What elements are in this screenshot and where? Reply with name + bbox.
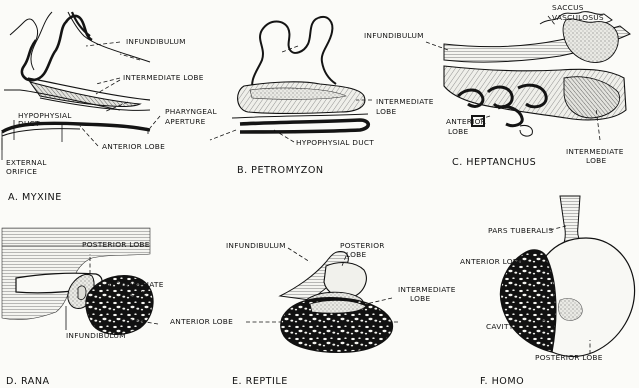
label-intermediate-e2: LOBE: [410, 294, 430, 303]
panel-a-myxine: [2, 12, 150, 160]
label-intermediate-d2: LOBE: [126, 289, 146, 298]
caption-b: B. PETROMYZON: [237, 165, 324, 176]
label-hypophysial-duct-b: HYPOPHYSIAL DUCT: [296, 138, 374, 147]
label-pharyngeal-a2: APERTURE: [165, 117, 206, 126]
label-saccus-c1: SACCUS: [552, 3, 584, 12]
caption-f: F. HOMO: [480, 376, 524, 387]
label-infundibulum-a: INFUNDIBULUM: [126, 37, 186, 46]
label-intermediate-d1: INTERMEDIATE: [106, 280, 164, 289]
label-intermediate-b1: INTERMEDIATE: [376, 97, 434, 106]
label-intermediate-c2: LOBE: [586, 156, 606, 165]
caption-d: D. RANA: [6, 376, 50, 387]
label-posterior-e1: POSTERIOR: [340, 241, 385, 250]
label-external-a1: EXTERNAL: [6, 158, 47, 167]
label-posterior-e2: LOBE: [346, 250, 366, 259]
label-anterior-lobe-a: ANTERIOR LOBE: [102, 142, 165, 151]
caption-c: C. HEPTANCHUS: [452, 157, 536, 168]
label-hypophysial-a2: DUCT: [18, 119, 40, 128]
label-intermediate-e1: INTERMEDIATE: [398, 285, 456, 294]
label-pars-tuberalis-f: PARS TUBERALIS: [488, 226, 553, 235]
panel-b-petromyzon: [210, 17, 372, 140]
label-posterior-lobe-f: POSTERIOR LOBE: [535, 353, 603, 362]
panel-e-reptile: [280, 248, 398, 352]
label-infundibulum-c: INFUNDIBULUM: [364, 31, 424, 40]
label-anterior-c2: LOBE: [448, 127, 468, 136]
label-intermediate-c1: INTERMEDIATE: [566, 147, 624, 156]
panel-f-homo: [500, 196, 634, 357]
label-anterior-lobe-e: ANTERIOR LOBE: [170, 317, 233, 326]
label-infundibulum-e: INFUNDIBULUM: [226, 241, 286, 250]
label-anterior-c1: ANTERIOR: [446, 117, 486, 126]
label-cavity-f: CAVITY: [486, 322, 514, 331]
label-anterior-lobe-f: ANTERIOR LOBE: [460, 257, 523, 266]
label-intermediate-b2: LOBE: [376, 107, 396, 116]
caption-a: A. MYXINE: [8, 192, 62, 203]
label-posterior-lobe-d: POSTERIOR LOBE: [82, 240, 150, 249]
panel-a-labels: INFUNDIBULUM INTERMEDIATE LOBE PHARYNGEA…: [6, 37, 217, 203]
caption-e: E. REPTILE: [232, 376, 288, 387]
label-intermediate-lobe-a: INTERMEDIATE LOBE: [123, 73, 204, 82]
label-pharyngeal-a1: PHARYNGEAL: [165, 107, 217, 116]
label-infundibulum-d: INFUNDIBULUM: [66, 331, 126, 340]
label-saccus-c2: VASCULOSUS: [552, 13, 604, 22]
label-external-a2: ORIFICE: [6, 167, 37, 176]
